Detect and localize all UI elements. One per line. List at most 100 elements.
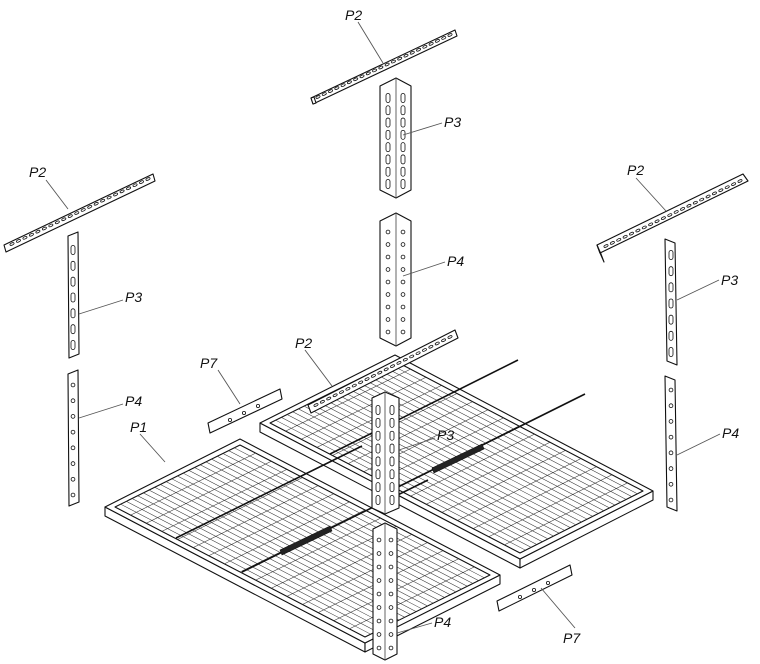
post-slot	[385, 93, 391, 103]
brand-stamp-left	[279, 525, 333, 556]
p2-bar-left	[3, 173, 156, 253]
post-slot	[375, 417, 381, 428]
mesh-wire	[234, 447, 485, 579]
bar-hole	[680, 207, 686, 211]
post-hole	[388, 605, 394, 610]
bar-hole	[737, 179, 743, 183]
post-slot	[389, 456, 395, 467]
bar-hole	[346, 80, 352, 85]
bar-hole	[416, 47, 422, 52]
post-slot	[70, 340, 76, 350]
p3-post-left	[67, 231, 80, 359]
post-hole	[376, 618, 382, 624]
post-slot	[389, 430, 395, 441]
bar-hole	[441, 36, 447, 40]
post-slot	[400, 166, 406, 177]
bar-hole	[718, 188, 724, 193]
bar-hole	[48, 223, 54, 228]
post-slot	[389, 443, 395, 454]
label-p4-bottom: P4	[434, 614, 451, 630]
bar-hole	[622, 234, 628, 239]
post-hole	[385, 267, 391, 272]
bar-hole	[113, 192, 119, 197]
post-hole	[385, 292, 391, 297]
bar-hole	[390, 364, 396, 368]
brand-stamp-right	[431, 443, 485, 474]
label-p4-top: P4	[447, 253, 464, 269]
post-slot	[400, 93, 406, 103]
post-hole	[388, 618, 394, 624]
post-slot	[400, 179, 406, 189]
post-hole	[388, 645, 394, 651]
p7-bracket-left	[207, 388, 283, 434]
post-hole	[400, 267, 406, 272]
post-hole	[70, 429, 76, 435]
post-slot	[668, 250, 674, 260]
bar-hole	[641, 225, 647, 230]
post-slot	[385, 166, 391, 177]
post-hole	[70, 382, 76, 388]
bar-hole	[22, 236, 28, 240]
post-slot	[375, 495, 381, 505]
post-hole	[376, 645, 382, 651]
post-hole	[70, 476, 76, 482]
bar-hole	[321, 92, 327, 96]
post-slot	[389, 495, 395, 505]
bar-hole	[358, 380, 364, 385]
post-hole	[388, 591, 394, 597]
post-slot	[389, 405, 395, 415]
bar-hole	[93, 201, 99, 206]
post-hole	[70, 492, 76, 498]
mesh-wire	[126, 501, 377, 632]
bar-hole	[332, 393, 338, 398]
post-hole	[70, 461, 76, 466]
post-slot	[668, 330, 674, 341]
bar-hole	[378, 65, 384, 70]
bar-hole	[100, 198, 106, 203]
label-p1: P1	[130, 419, 147, 435]
bar-hole	[673, 210, 679, 214]
p4-post-right	[664, 375, 678, 512]
bar-hole	[712, 191, 717, 196]
post-slot	[385, 142, 391, 153]
post-hole	[385, 229, 391, 235]
bar-hole	[370, 374, 376, 378]
post-hole	[388, 578, 394, 583]
post-hole	[388, 564, 394, 570]
mesh-wire	[217, 456, 468, 587]
bar-hole	[315, 95, 321, 99]
label-p2-top: P2	[345, 7, 362, 23]
bar-hole	[390, 59, 396, 64]
bar-hole	[319, 399, 325, 404]
bar-hole	[80, 208, 86, 212]
bar-hole	[353, 77, 359, 82]
post-slot	[375, 482, 381, 493]
bar-hole	[686, 203, 692, 208]
bar-hole	[415, 351, 421, 355]
label-p7-right: P7	[563, 630, 581, 646]
mesh-wire	[131, 498, 383, 629]
bar-hole	[383, 367, 389, 372]
bar-hole	[372, 68, 378, 73]
mesh-wire	[137, 495, 388, 626]
bar-hole	[629, 231, 634, 236]
post-hole	[400, 254, 406, 260]
post-slot	[375, 469, 381, 480]
p2-bar-right	[596, 173, 749, 263]
post-hole	[376, 564, 382, 570]
post-hole	[400, 304, 406, 310]
bar-hole	[434, 39, 440, 43]
post-slot	[385, 105, 391, 116]
post-hole	[70, 398, 76, 404]
bar-hole	[126, 186, 132, 191]
bar-hole	[409, 50, 415, 55]
post-slot	[389, 469, 395, 480]
post-slot	[70, 324, 76, 335]
post-slot	[389, 417, 395, 428]
mesh-wire	[154, 487, 405, 618]
bar-hole	[313, 403, 319, 407]
bar-hole	[660, 216, 666, 220]
bar-hole	[328, 89, 334, 93]
